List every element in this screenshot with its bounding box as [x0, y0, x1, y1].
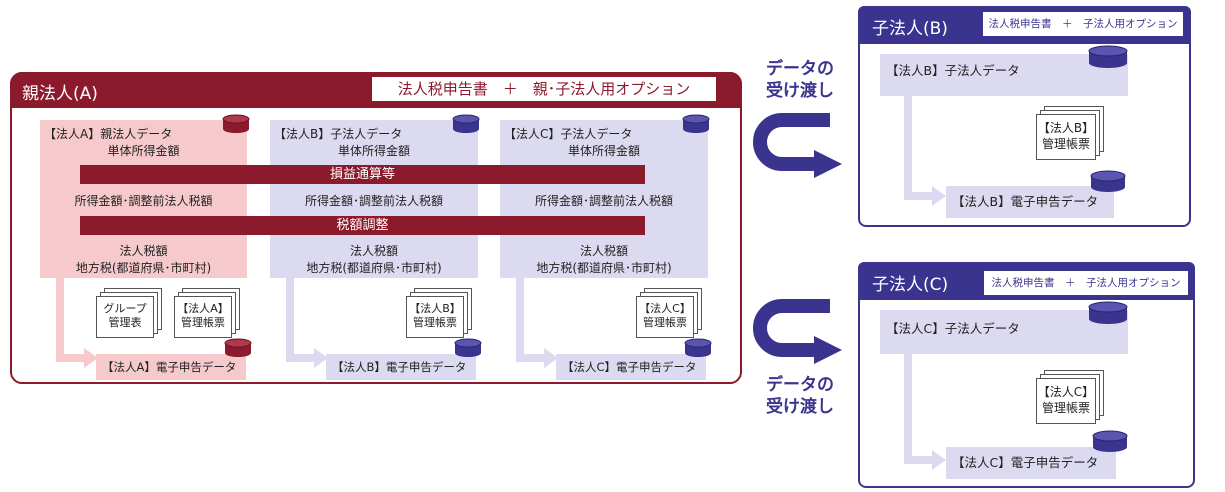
flow-arrow-a [56, 276, 98, 368]
column-a-panel [40, 120, 247, 278]
management-report-doc-a: 【法人A】 管理帳票 [174, 296, 232, 338]
transfer-label-line: データの [766, 375, 834, 395]
column-b-header: 【法人B】子法人データ [274, 127, 403, 141]
column-a-header: 【法人A】親法人データ [44, 127, 173, 141]
column-b-tax-pre: 所得金額･調整前法人税額 [304, 194, 443, 208]
doc-line: 管理帳票 [1041, 401, 1090, 415]
column-b-local: 地方税(都道府県･市町村) [306, 261, 442, 275]
database-icon [454, 338, 482, 357]
doc-line: 【法人B】 [1037, 121, 1095, 135]
tax-adjust-band: 税額調整 [80, 216, 645, 235]
child-b-edata: 【法人B】電子申告データ [946, 186, 1114, 218]
column-a-income: 単体所得金額 [107, 144, 180, 158]
child-b-data-panel [880, 54, 1128, 96]
doc-line: 管理帳票 [1041, 137, 1090, 151]
column-c-tax-pre: 所得金額･調整前法人税額 [534, 194, 673, 208]
child-c-option-label: 法人税申告書 ＋ 子法人用オプション [984, 271, 1188, 295]
group-table-doc: グループ 管理表 [96, 296, 154, 338]
column-b-panel [270, 120, 478, 278]
management-report-doc-b: 【法人B】 管理帳票 [406, 296, 464, 338]
doc-line: 管理帳票 [413, 316, 457, 329]
management-report-doc-c: 【法人C】 管理帳票 [636, 296, 694, 338]
database-icon [1090, 170, 1126, 192]
doc-line: 【法人C】 [1037, 385, 1095, 399]
doc-line: 【法人B】 [409, 302, 461, 315]
column-b-tax: 法人税額 [349, 244, 398, 258]
column-c-tax: 法人税額 [579, 244, 628, 258]
column-c-panel [500, 120, 708, 278]
edata-c: 【法人C】電子申告データ [556, 354, 706, 380]
column-b-income: 単体所得金額 [337, 144, 410, 158]
column-c-header: 【法人C】子法人データ [504, 127, 633, 141]
doc-line: 管理帳票 [181, 316, 225, 329]
edata-b: 【法人B】電子申告データ [326, 354, 476, 380]
doc-line: 管理帳票 [643, 316, 687, 329]
database-icon [452, 114, 480, 133]
transfer-label-line: 受け渡し [766, 81, 834, 101]
flow-arrow-child-c [904, 354, 946, 470]
child-c-title: 子法人(C) [872, 275, 949, 295]
transfer-label-bottom: データの 受け渡し [752, 374, 848, 418]
doc-line: 【法人C】 [639, 302, 691, 315]
parent-title: 親法人(A) [22, 84, 98, 104]
transfer-label-top: データの 受け渡し [752, 58, 848, 102]
database-icon [222, 114, 250, 133]
database-icon [1092, 430, 1128, 452]
database-icon [682, 114, 710, 133]
child-b-data-label: 【法人B】子法人データ [886, 63, 1020, 78]
child-b-management-doc: 【法人B】 管理帳票 [1036, 114, 1096, 160]
transfer-label-line: データの [766, 59, 834, 79]
column-a-local: 地方税(都道府県･市町村) [75, 261, 212, 275]
parent-option-label: 法人税申告書 ＋ 親･子法人用オプション [372, 77, 716, 101]
transfer-label-line: 受け渡し [766, 397, 834, 417]
child-b-option-label: 法人税申告書 ＋ 子法人用オプション [983, 12, 1183, 36]
child-c-data-panel [880, 310, 1128, 354]
doc-line: 【法人A】 [177, 302, 229, 315]
database-icon [1088, 301, 1128, 324]
child-b-title: 子法人(B) [872, 19, 948, 39]
column-c-income: 単体所得金額 [567, 144, 640, 158]
database-icon [224, 338, 252, 357]
column-a-tax: 法人税額 [119, 244, 168, 258]
transfer-arrow-bottom-icon [753, 299, 842, 364]
flow-arrow-child-b [904, 96, 946, 206]
child-c-edata: 【法人C】電子申告データ [946, 447, 1116, 479]
doc-line: 管理表 [108, 316, 142, 329]
loss-offset-band: 損益通算等 [80, 165, 645, 184]
column-a-tax-pre: 所得金額･調整前法人税額 [74, 194, 213, 208]
edata-a: 【法人A】電子申告データ [96, 354, 246, 380]
doc-line: グループ [103, 302, 147, 315]
child-c-data-label: 【法人C】子法人データ [886, 321, 1020, 336]
child-c-management-doc: 【法人C】 管理帳票 [1036, 378, 1096, 424]
database-icon [1088, 45, 1128, 68]
column-c-local: 地方税(都道府県･市町村) [536, 261, 672, 275]
database-icon [684, 338, 712, 357]
flow-arrow-b [286, 276, 328, 368]
transfer-arrow-top-icon [753, 113, 842, 178]
flow-arrow-c [516, 276, 558, 368]
